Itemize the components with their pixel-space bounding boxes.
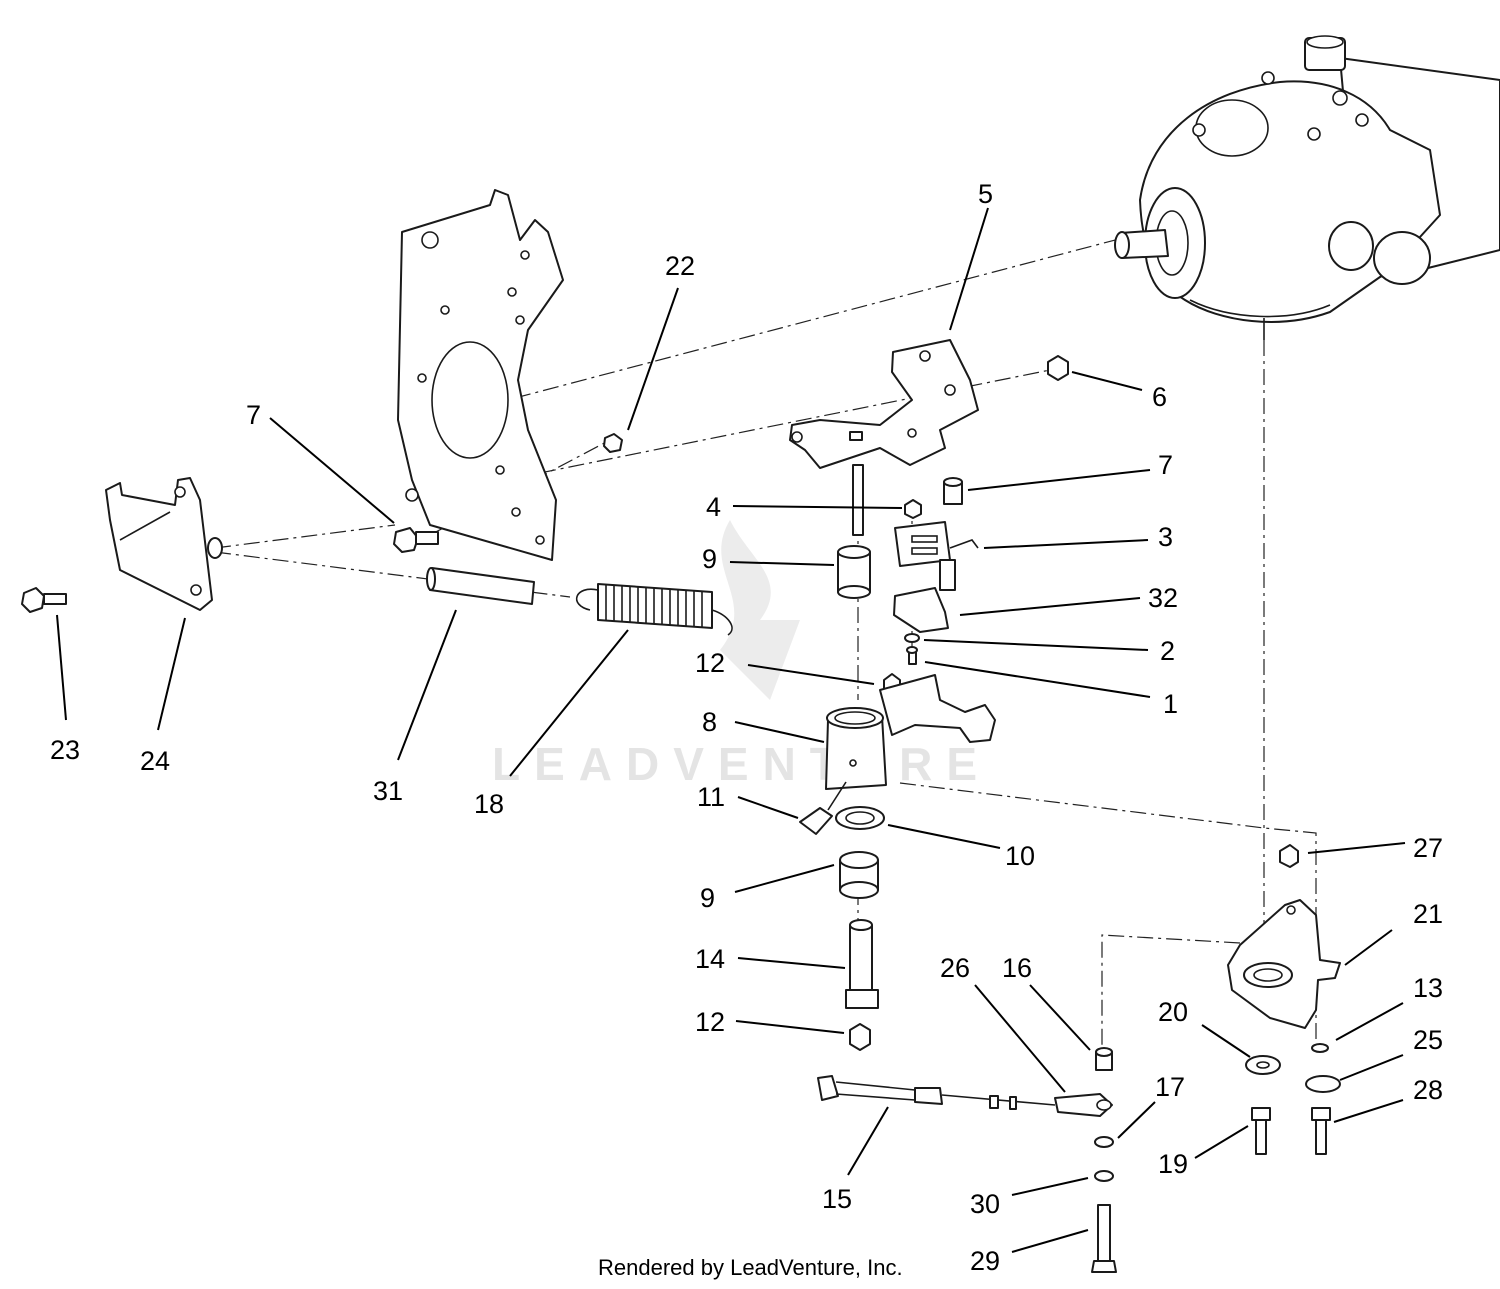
- mounting-plate: [397, 189, 564, 561]
- callout-4: 4: [706, 492, 721, 522]
- callout-7: 7: [1158, 450, 1173, 480]
- render-credit: Rendered by LeadVenture, Inc.: [598, 1255, 903, 1280]
- pivot-bracket: [105, 477, 223, 611]
- callout-8: 8: [702, 707, 717, 737]
- callout-17: 17: [1155, 1072, 1185, 1102]
- callout-31: 31: [373, 776, 403, 806]
- control-cable: [817, 1075, 1113, 1117]
- callout-12: 12: [695, 1007, 725, 1037]
- control-bracket: [789, 339, 1069, 536]
- spacer-and-spring: [426, 567, 733, 636]
- callout-16: 16: [1002, 953, 1032, 983]
- callout-30: 30: [970, 1189, 1000, 1219]
- pedal-assembly: [799, 545, 996, 835]
- pump-control-lever: [1227, 844, 1341, 1155]
- callout-11: 11: [697, 782, 725, 812]
- callout-22: 22: [665, 251, 695, 281]
- leader-lines: [56, 207, 1406, 1253]
- callout-14: 14: [695, 944, 725, 974]
- callout-9: 9: [702, 544, 717, 574]
- callout-10: 10: [1005, 841, 1035, 871]
- callout-18: 18: [474, 789, 504, 819]
- callout-27: 27: [1413, 833, 1443, 863]
- callout-6: 6: [1152, 382, 1167, 412]
- callout-15: 15: [822, 1184, 852, 1214]
- callout-2: 2: [1160, 636, 1175, 666]
- callout-26: 26: [940, 953, 970, 983]
- callout-23: 23: [50, 735, 80, 765]
- watermark: LEADVENTURE: [492, 520, 991, 790]
- callout-25: 25: [1413, 1025, 1443, 1055]
- callout-32: 32: [1148, 583, 1178, 613]
- callout-12: 12: [695, 648, 725, 678]
- callout-21: 21: [1413, 899, 1443, 929]
- pivot-pin-stack: [839, 851, 879, 1051]
- callout-labels: 5 22 6 7 7 4 3 9 32 2 12 1 8 23 24 31 18…: [50, 179, 1443, 1276]
- callout-3: 3: [1158, 522, 1173, 552]
- callout-19: 19: [1158, 1149, 1188, 1179]
- hydro-pump: [1114, 35, 1500, 340]
- callout-7: 7: [246, 400, 261, 430]
- callout-5: 5: [978, 179, 993, 209]
- callout-24: 24: [140, 746, 170, 776]
- callout-20: 20: [1158, 997, 1188, 1027]
- callout-9: 9: [700, 883, 715, 913]
- rod-end-hardware: [1091, 1047, 1117, 1273]
- switch-assembly: [893, 477, 979, 665]
- callout-29: 29: [970, 1246, 1000, 1276]
- callout-28: 28: [1413, 1075, 1443, 1105]
- fasteners-left: [21, 433, 623, 613]
- callout-13: 13: [1413, 973, 1443, 1003]
- watermark-text: LEADVENTURE: [492, 738, 991, 790]
- callout-1: 1: [1163, 689, 1178, 719]
